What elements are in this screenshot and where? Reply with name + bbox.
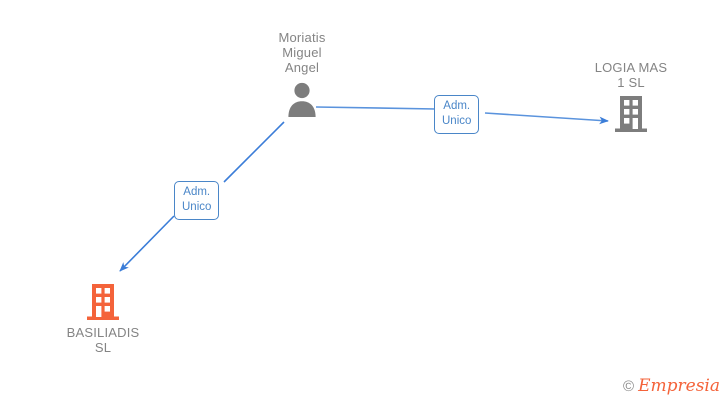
edge-label-adm-unico-logia[interactable]: Adm. Unico	[434, 95, 480, 134]
person-icon	[288, 82, 316, 117]
building-icon	[615, 96, 647, 132]
edge-label-adm-unico-basiliadis[interactable]: Adm. Unico	[174, 181, 220, 220]
edge-segment-lower	[119, 215, 175, 272]
copyright-icon: ©	[623, 378, 635, 395]
edge-segment-left	[315, 106, 437, 110]
watermark-empresia: © Empresia	[623, 378, 720, 395]
building-icon	[87, 284, 119, 320]
node-company-basiliadis-label: BASILIADIS SL	[66, 325, 140, 355]
edge-person-basiliadis[interactable]	[119, 121, 285, 272]
node-company-basiliadis-sl[interactable]: BASILIADIS SL	[23, 283, 183, 355]
edge-segment-upper	[223, 121, 285, 183]
watermark-brand-label: Empresia	[638, 376, 720, 396]
node-company-logia-mas-1-sl[interactable]: LOGIA MAS 1 SL	[551, 60, 711, 133]
node-person-label: Moriatis Miguel Angel	[278, 30, 326, 75]
node-person-moriatis-miguel-angel[interactable]: Moriatis Miguel Angel	[222, 30, 382, 118]
edge-segment-right	[484, 112, 609, 125]
node-company-logia-label: LOGIA MAS 1 SL	[594, 60, 668, 90]
edge-person-logia[interactable]	[315, 106, 609, 125]
